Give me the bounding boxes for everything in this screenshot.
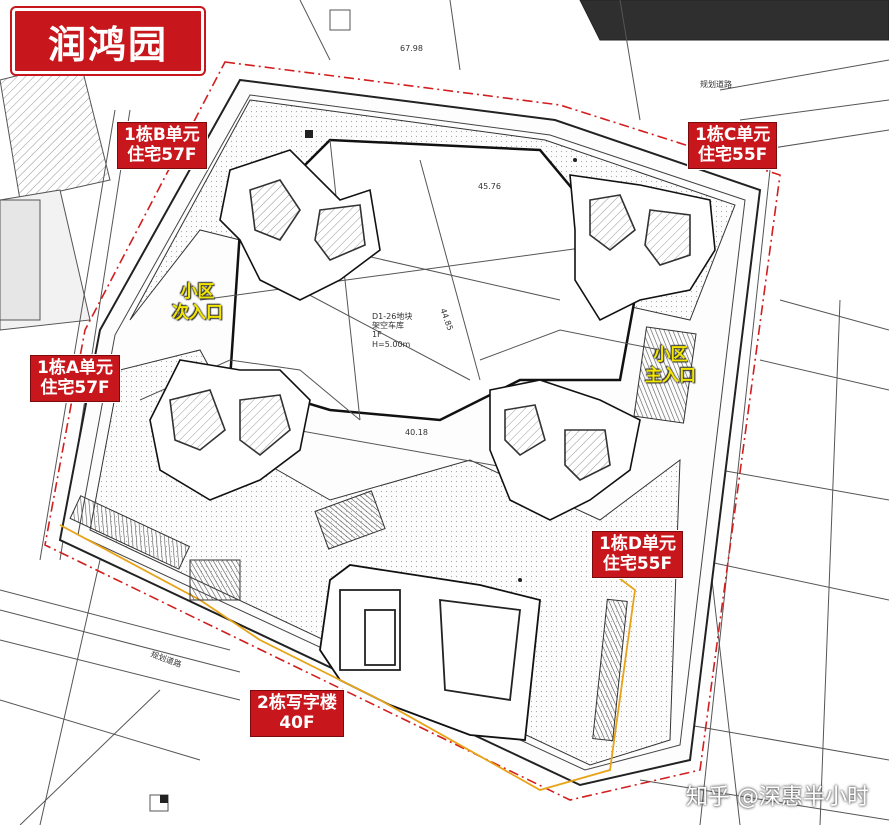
- east-road-label: 规划道路: [700, 80, 732, 89]
- tower-1c: [569, 174, 716, 322]
- building-tag-1d: 1栋D单元 住宅55F: [592, 531, 683, 579]
- project-title: 润鸿园: [47, 21, 168, 67]
- dim-6799: 67.98: [400, 44, 423, 53]
- building-tag-1c: 1栋C单元 住宅55F: [688, 122, 778, 170]
- building-tag-2: 2栋写字楼 40F: [250, 690, 344, 738]
- office-boundary-line: [59, 524, 636, 791]
- main-entrance-label: 小区 主入口: [645, 345, 696, 387]
- building-tag-1a: 1栋A单元 住宅57F: [30, 355, 120, 403]
- garage-label: D1-26地块 架空车库 1F H=5.00m: [372, 312, 413, 349]
- watermark: 知乎 @深惠半小时: [686, 785, 869, 810]
- building-tag-1b: 1栋B单元 住宅57F: [117, 122, 207, 170]
- project-title-badge: 润鸿园: [12, 8, 204, 74]
- dim-4018: 40.18: [405, 428, 428, 437]
- tower-1d: [489, 379, 641, 521]
- tower-1a: [149, 359, 311, 501]
- secondary-entrance-label: 小区 次入口: [172, 282, 223, 324]
- office-tower-2: [319, 564, 541, 741]
- dim-4576: 45.76: [478, 182, 501, 191]
- tower-1b: [219, 149, 381, 301]
